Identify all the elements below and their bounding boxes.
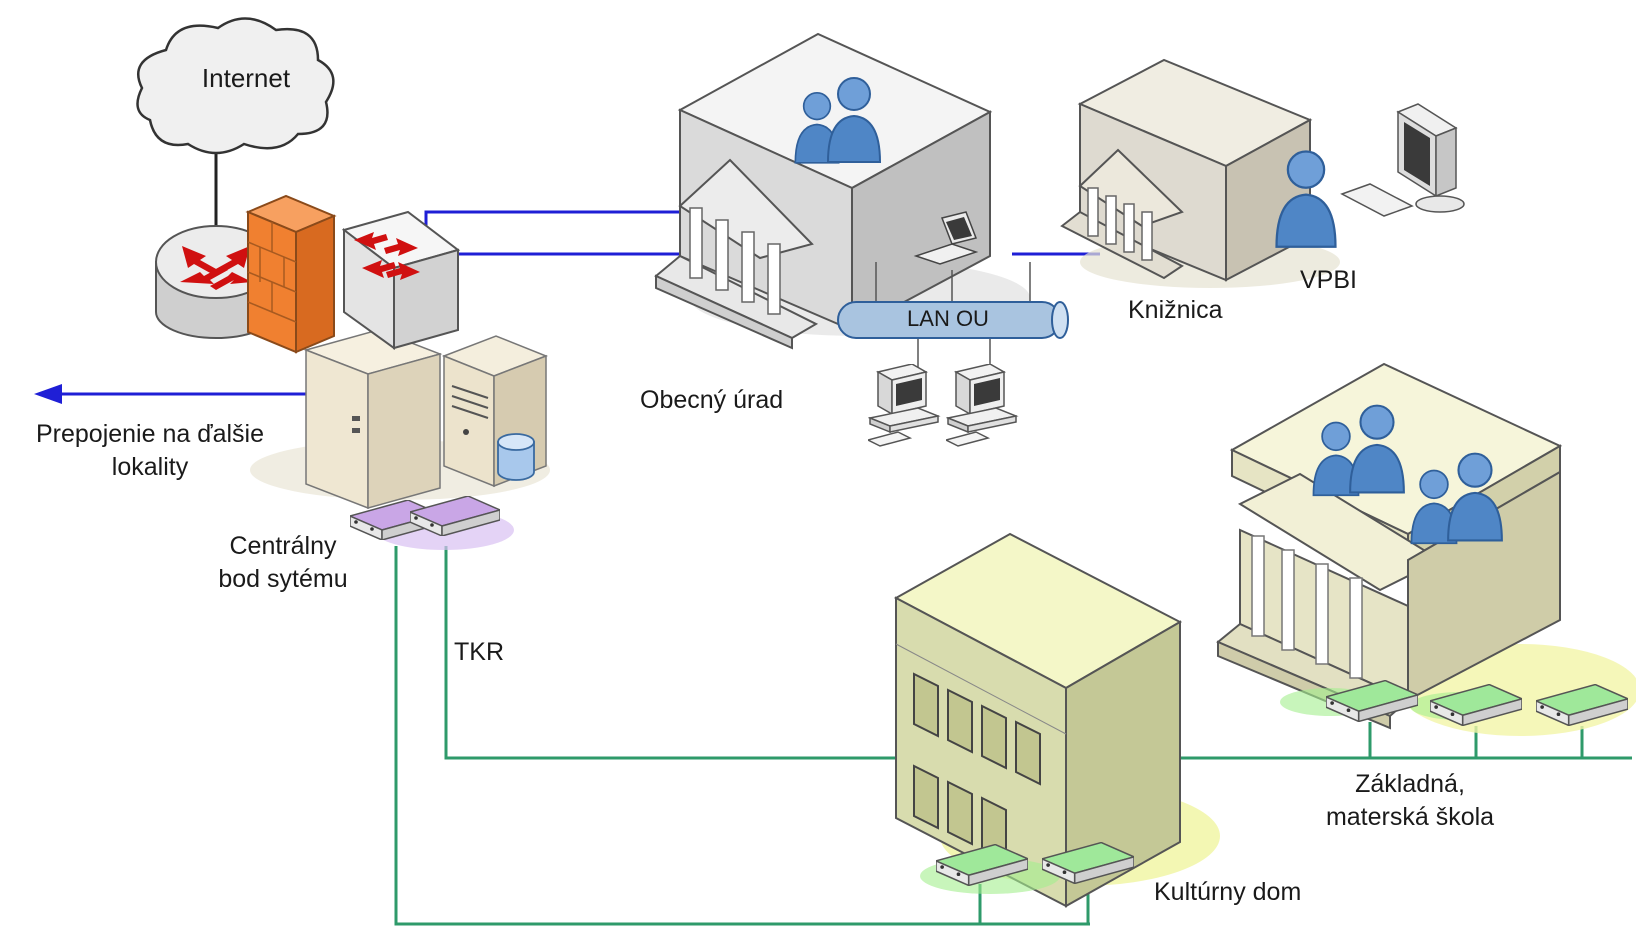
central-label-line-1: Centrálny (229, 532, 337, 560)
link-tkr-bottom (394, 546, 1090, 926)
school-label: Základná, materská škola (1300, 768, 1520, 834)
lan-bus-icon (837, 262, 1069, 372)
arrow-left-icon (34, 384, 62, 404)
switch-icon (341, 210, 461, 350)
workstation-icon (868, 364, 1017, 447)
lan-label: LAN OU (907, 306, 989, 331)
culture-house-label: Kultúrny dom (1154, 878, 1302, 906)
cable-modem-icon-culture (920, 842, 1134, 894)
database-icon (497, 433, 535, 481)
cable-modem-icon (350, 496, 514, 550)
catv-links (394, 546, 1632, 926)
monitor-icon (1340, 103, 1465, 217)
wan-links (34, 150, 1100, 404)
router-icon (155, 225, 277, 339)
school-label-line-1: Základná, (1355, 770, 1465, 798)
school-building-icon (1216, 362, 1636, 736)
link-switch-townhall-1 (424, 210, 690, 240)
vpbi-label: VPBI (1300, 266, 1357, 294)
building-icon (654, 32, 1030, 350)
outbound-label-line-2: lokality (111, 453, 189, 481)
office-building-icon (893, 532, 1220, 908)
link-tkr-middle (444, 546, 900, 760)
firewall-icon (245, 194, 337, 354)
cable-modem-icon-school (1280, 680, 1628, 726)
cloud-icon (136, 17, 335, 155)
internet-label: Internet (201, 63, 291, 93)
town-hall-label: Obecný úrad (640, 386, 784, 414)
tkr-label: TKR (454, 638, 504, 666)
library-label: Knižnica (1128, 296, 1223, 324)
outbound-label-line-1: Prepojenie na ďalšie (35, 420, 264, 448)
school-label-line-2: materská škola (1325, 803, 1495, 831)
central-label-line-2: bod sytému (218, 565, 348, 593)
laptop-icon (913, 211, 979, 265)
outbound-label: Prepojenie na ďalšie lokality (0, 418, 300, 484)
server-icon (250, 329, 550, 510)
central-label: Centrálny bod sytému (196, 530, 370, 596)
